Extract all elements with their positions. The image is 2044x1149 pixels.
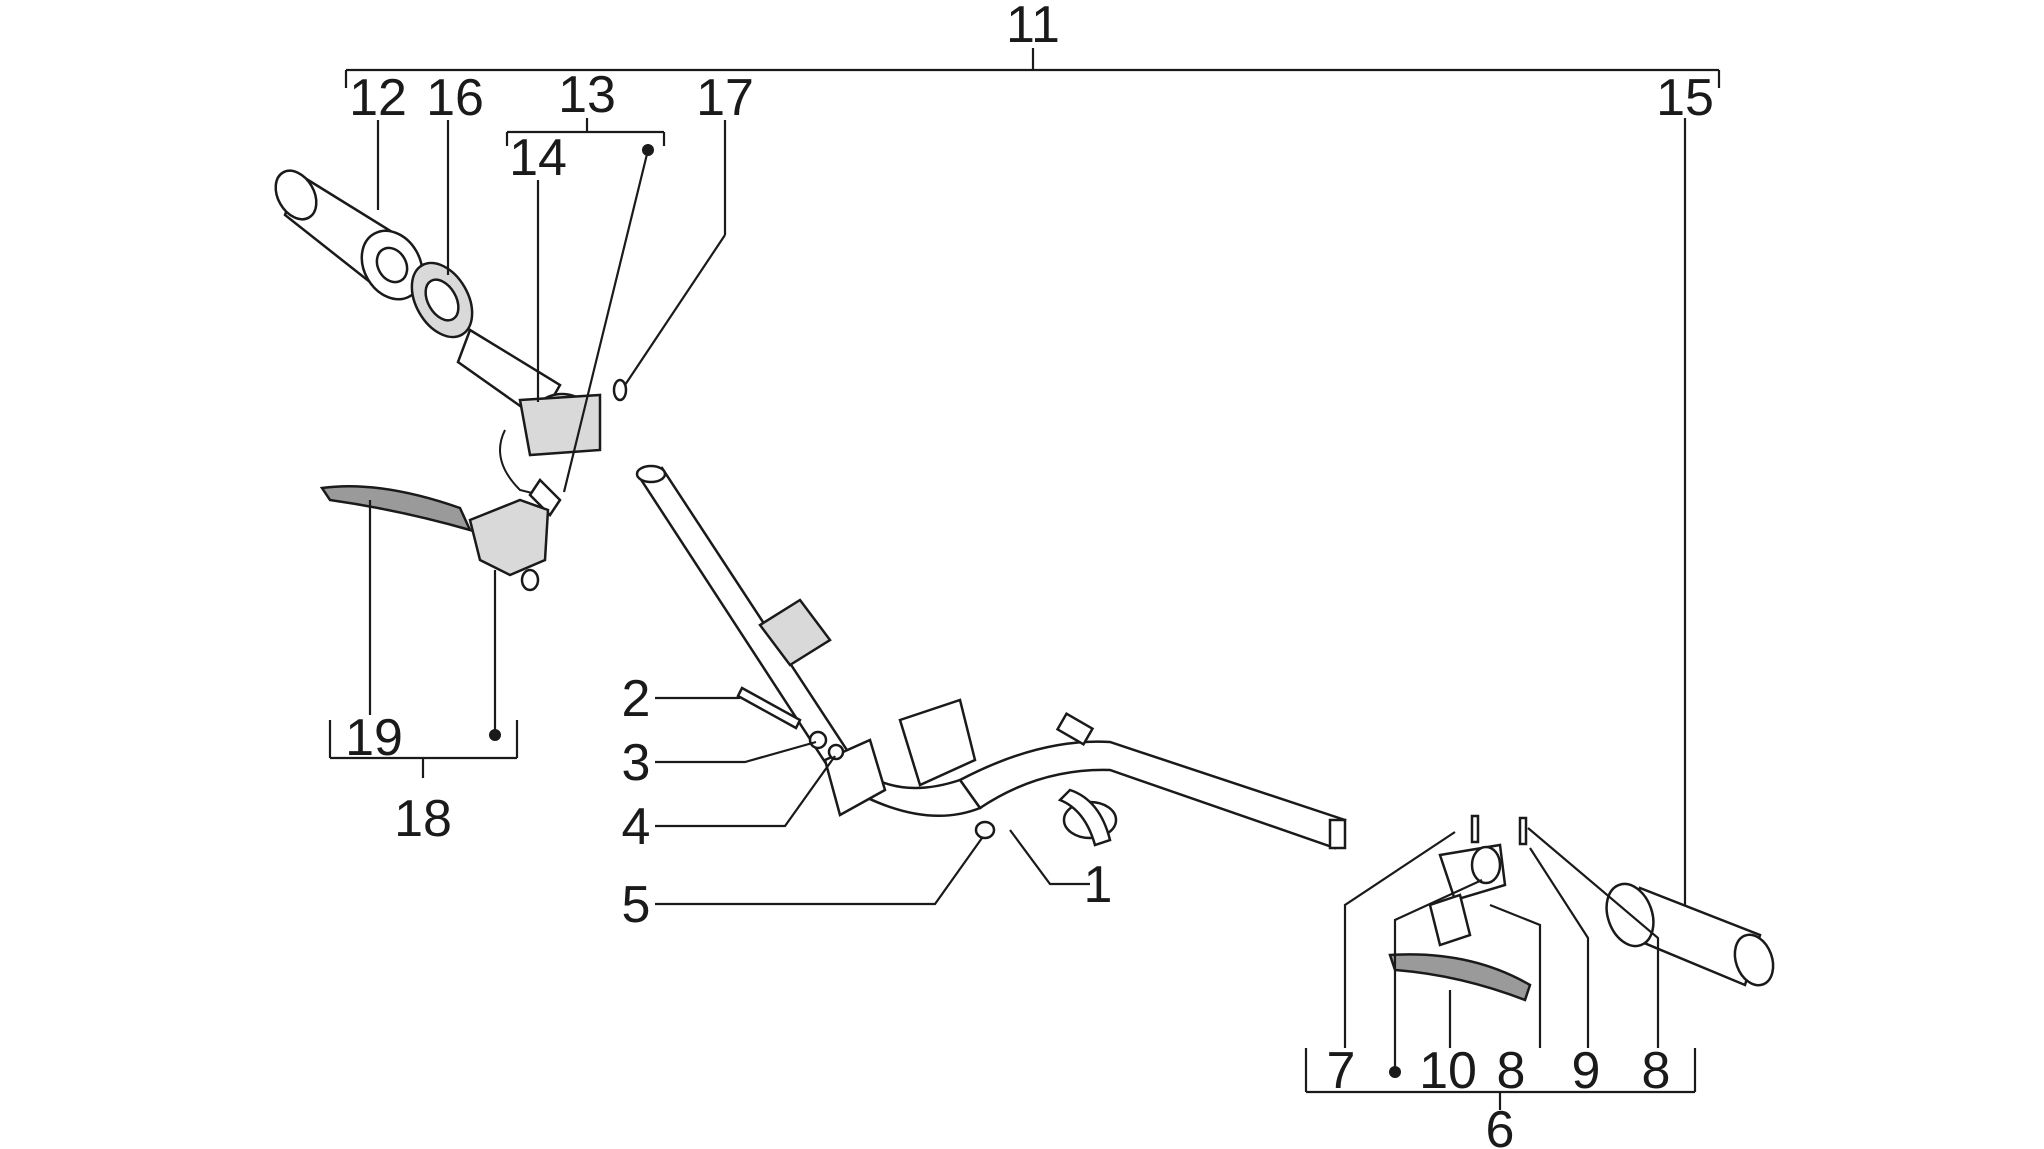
label-part-13: 13 xyxy=(558,66,616,124)
label-part-19: 19 xyxy=(345,709,403,767)
label-part-16: 16 xyxy=(426,69,484,127)
label-part-18: 18 xyxy=(394,790,452,848)
label-part-6: 6 xyxy=(1486,1101,1515,1149)
fasteners xyxy=(736,686,996,840)
right-grip xyxy=(1605,882,1775,987)
label-part-5: 5 xyxy=(622,876,651,934)
label-part-8-right: 8 xyxy=(1642,1042,1671,1100)
label-part-2: 2 xyxy=(622,670,651,728)
part-labels: 11 12 16 13 17 15 14 19 18 2 3 4 5 1 7 1… xyxy=(345,0,1714,1149)
label-part-3: 3 xyxy=(622,734,651,792)
label-part-9: 9 xyxy=(1572,1042,1601,1100)
handlebar-drawing xyxy=(274,169,1775,1002)
left-grip xyxy=(274,169,474,339)
label-part-1: 1 xyxy=(1084,856,1113,914)
label-part-11: 11 xyxy=(1006,0,1060,54)
label-part-14: 14 xyxy=(509,129,567,187)
label-part-10: 10 xyxy=(1419,1042,1477,1100)
handlebar-tube xyxy=(635,464,1347,850)
label-part-4: 4 xyxy=(622,798,651,856)
label-part-17: 17 xyxy=(696,69,754,127)
label-part-8-left: 8 xyxy=(1497,1042,1526,1100)
throttle-assembly xyxy=(456,328,628,517)
right-brake-lever xyxy=(1388,814,1532,1002)
label-part-7: 7 xyxy=(1327,1042,1356,1100)
label-part-12: 12 xyxy=(349,69,407,127)
label-part-15: 15 xyxy=(1656,69,1714,127)
left-brake-lever xyxy=(319,485,550,592)
leader-lines xyxy=(328,48,1721,1110)
